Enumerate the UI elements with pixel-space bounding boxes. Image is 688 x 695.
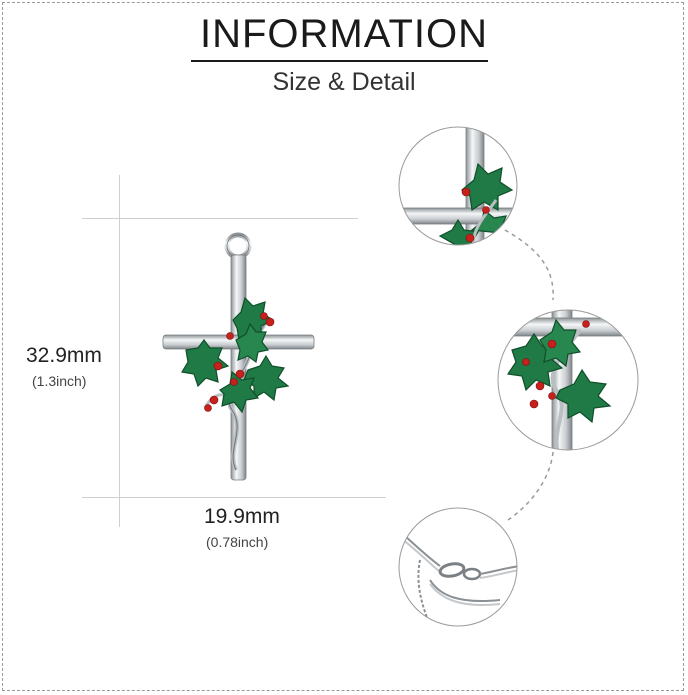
connector-line	[507, 451, 554, 521]
width-inch-label: (0.78inch)	[206, 534, 269, 550]
page-title: INFORMATION	[199, 12, 488, 56]
page-subtitle: Size & Detail	[272, 68, 416, 96]
cross-pendant	[162, 232, 315, 481]
title-underline	[191, 60, 488, 62]
detail-circle-chain	[398, 507, 518, 627]
height-inch-label: (1.3inch)	[32, 373, 87, 389]
holly-leaf-icon	[243, 354, 290, 402]
height-mm-label: 32.9mm	[26, 344, 102, 367]
top-guide-line	[82, 218, 358, 219]
detail-circle-middle	[497, 309, 639, 451]
detail-circle-top	[398, 126, 518, 246]
bottom-guide-line	[82, 497, 386, 498]
height-guide-line	[119, 175, 120, 527]
connector-line	[504, 229, 554, 301]
holly-leaf-icon	[219, 370, 260, 414]
holly-leaf-icon	[235, 322, 270, 364]
berry-cluster	[204, 312, 275, 412]
width-mm-label: 19.9mm	[204, 505, 280, 528]
holly-leaf-icon	[181, 339, 230, 388]
